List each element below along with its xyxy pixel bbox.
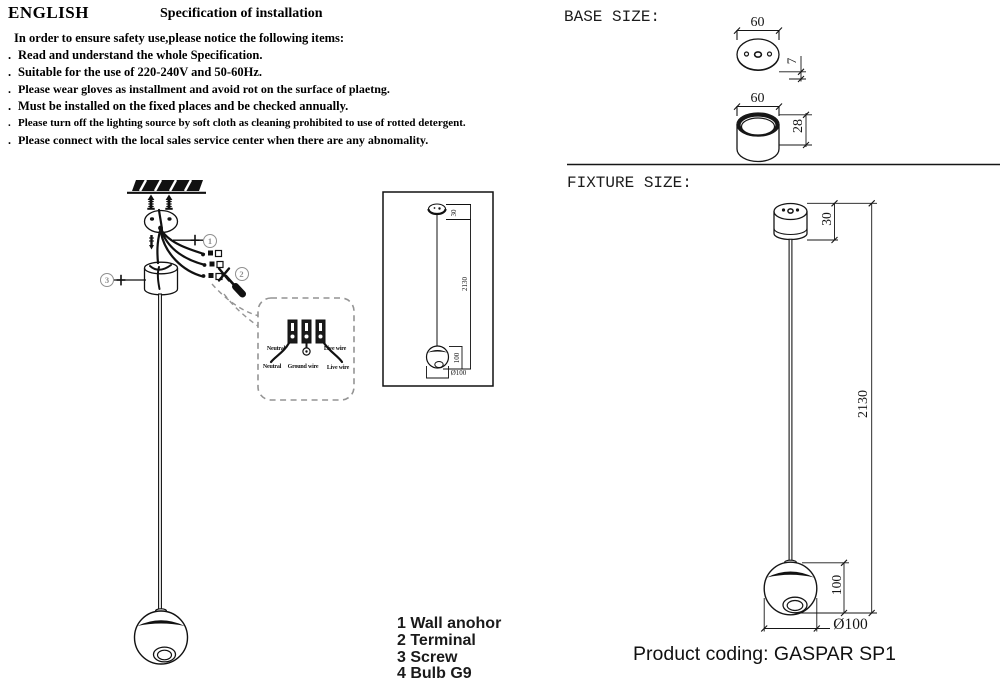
sphere-lamp bbox=[133, 608, 189, 665]
callout-leaders bbox=[114, 234, 203, 286]
terminal-label-ground-bottom: Ground wire bbox=[287, 364, 319, 370]
fixture-sphere-height-dim: 100 bbox=[829, 574, 844, 596]
inset-dim-sphere: 100 bbox=[452, 352, 461, 363]
spec-bullet: .Must be installed on the fixed places a… bbox=[8, 99, 349, 113]
fixture-sphere-diameter-dim: Ø100 bbox=[833, 616, 868, 633]
parts-item: 1 Wall anohor bbox=[397, 615, 502, 632]
base-side-height-dim: 28 bbox=[791, 119, 806, 133]
inset-dim-overall: 2130 bbox=[461, 277, 469, 291]
spec-title: Specification of installation bbox=[160, 6, 323, 21]
base-top-view bbox=[733, 27, 806, 83]
spec-bullet: .Read and understand the whole Specifica… bbox=[8, 48, 263, 62]
base-top-width-dim: 60 bbox=[750, 14, 765, 30]
parts-item: 3 Screw bbox=[397, 648, 458, 666]
base-side-width-dim: 60 bbox=[750, 90, 765, 106]
base-size-heading: BASE SIZE: bbox=[564, 8, 661, 26]
inset-overview bbox=[382, 191, 494, 387]
spec-bullet: .Please wear gloves as installment and a… bbox=[8, 82, 390, 96]
ceiling-plate bbox=[143, 209, 179, 234]
spec-bullet-list: .Read and understand the whole Specifica… bbox=[6, 47, 546, 149]
callout-2-badge: 2 bbox=[234, 267, 249, 281]
callout-1-badge: 1 bbox=[203, 233, 217, 248]
inset-dim-canopy: 30 bbox=[449, 209, 458, 216]
canopy bbox=[143, 261, 179, 296]
anchor-screws-icon bbox=[147, 194, 173, 210]
callout-3-badge: 3 bbox=[100, 273, 114, 287]
parts-item: 2 Terminal bbox=[397, 631, 476, 649]
base-top-thickness-dim: 7 bbox=[784, 57, 799, 64]
detail-leaders bbox=[211, 283, 260, 328]
ceiling-hatch bbox=[127, 179, 206, 194]
parts-item: 4 Bulb G9 bbox=[397, 665, 472, 683]
spec-bullet: .Please connect with the local sales ser… bbox=[8, 133, 429, 147]
fixture-canopy-height-dim: 30 bbox=[819, 212, 834, 226]
fixture-size-heading: FIXTURE SIZE: bbox=[567, 174, 692, 192]
wires bbox=[149, 208, 207, 290]
parts-list: 1 Wall anohor 2 Terminal 3 Screw 4 Bulb … bbox=[397, 615, 502, 683]
spec-bullet: .Please turn off the lighting source by … bbox=[8, 117, 466, 129]
spec-language: ENGLISH bbox=[8, 3, 89, 22]
fixture-overall-length-dim: 2130 bbox=[855, 390, 871, 418]
spec-bullet: .Suitable for the use of 220-240V and 50… bbox=[8, 65, 262, 79]
pendant-cord bbox=[158, 293, 162, 611]
terminal-label-live-bottom: Live wire bbox=[326, 365, 350, 371]
terminal-detail-drawing bbox=[269, 319, 344, 364]
terminal-label-live-top: Live wire bbox=[323, 346, 347, 352]
product-coding: Product coding: GASPAR SP1 bbox=[633, 643, 897, 665]
inset-dim-diameter: Ø100 bbox=[450, 369, 467, 377]
spec-intro: In order to ensure safety use,please not… bbox=[14, 31, 345, 45]
plate-screw-icon bbox=[149, 235, 154, 250]
terminal-bits bbox=[201, 249, 224, 281]
terminal-label-neutral-bottom: Neutral bbox=[262, 364, 282, 370]
terminal-label-neutral-top: Neutral bbox=[266, 346, 286, 352]
